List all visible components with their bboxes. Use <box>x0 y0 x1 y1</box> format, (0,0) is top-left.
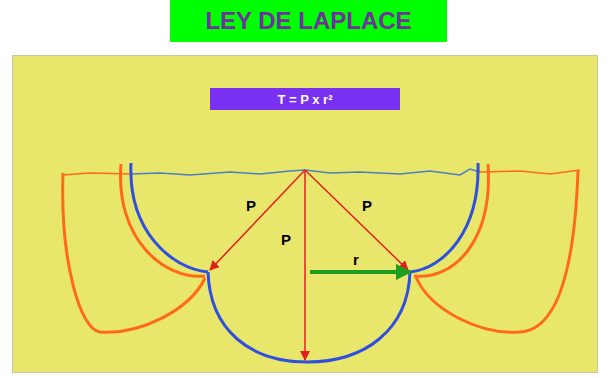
title-banner: LEY DE LAPLACE <box>170 0 447 42</box>
formula-text: T = P x r² <box>277 92 332 107</box>
pressure-label: P <box>281 232 291 247</box>
radius-label: r <box>353 252 359 267</box>
formula-box: T = P x r² <box>210 88 400 110</box>
pressure-label: P <box>362 198 372 213</box>
pressure-label: P <box>246 198 256 213</box>
title-text: LEY DE LAPLACE <box>205 7 411 35</box>
